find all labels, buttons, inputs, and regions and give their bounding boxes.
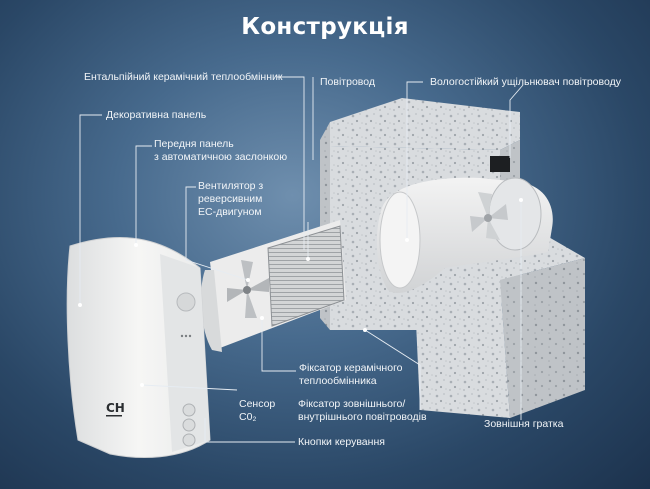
- label-air-duct: Повітровод: [320, 76, 375, 88]
- duct-fan-icon: [470, 192, 508, 240]
- leader-lines: [78, 76, 524, 443]
- front-panel-device: CH: [66, 237, 211, 458]
- svg-text:CH: CH: [106, 401, 125, 415]
- label-fan: Вентилятор з реверсивним ЕС-двигуном: [198, 180, 264, 218]
- label-control-buttons: Кнопки керування: [298, 436, 385, 448]
- exchanger-fan-icon: [227, 260, 269, 318]
- label-decor-panel: Декоративна панель: [106, 109, 207, 121]
- ch-logo: CH: [106, 401, 125, 417]
- label-ceramic-fixer: Фіксатор керамічного теплообмінника: [299, 362, 403, 387]
- label-co2-sensor: Сенсор C0₂: [239, 398, 276, 423]
- label-duct-fixer: Фіксатор зовнішнього/ внутрішнього повіт…: [298, 398, 427, 423]
- duct-seal-block: [490, 156, 510, 172]
- heat-exchanger-cassette: [200, 220, 346, 352]
- air-duct-tube: [376, 156, 553, 294]
- co2-sensor-icon: [176, 292, 196, 312]
- control-button-icon: [182, 433, 196, 447]
- label-heat-exchanger: Ентальпійний керамічний теплообмінник: [84, 71, 283, 83]
- label-front-panel: Передня панель з автоматичною заслонкою: [154, 138, 288, 163]
- control-button-icon: [182, 418, 196, 432]
- control-button-icon: [182, 403, 196, 417]
- page-title: Конструкція: [241, 14, 409, 40]
- label-duct-seal: Вологостійкий ущільнювач повітроводу: [430, 76, 621, 88]
- label-outer-grille: Зовнішня гратка: [484, 418, 564, 430]
